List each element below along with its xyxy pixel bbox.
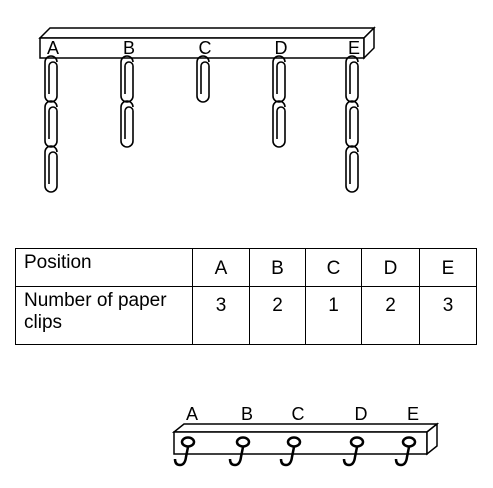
count-row-header: Number of paper clips [15, 286, 193, 345]
position-cell-d: D [361, 247, 420, 288]
paperclip-b-2 [120, 100, 134, 148]
paperclip-a-1 [44, 55, 58, 103]
position-cell-e: E [419, 247, 477, 288]
position-cell-c: C [305, 247, 362, 288]
clip-chain-c [196, 55, 210, 103]
hook-label-d: D [355, 404, 368, 424]
hook-position-labels: A B C D E [186, 404, 419, 424]
count-cell-d: 2 [361, 286, 420, 345]
paperclip-b-1 [120, 55, 134, 103]
paperclip-a-2 [44, 100, 58, 148]
bar-label-d: D [275, 38, 288, 58]
count-cell-e: 3 [419, 286, 477, 345]
hook-rack-bar [171, 422, 440, 456]
paperclip-bar-figure: A B C D E [38, 26, 376, 193]
hook-b [228, 436, 251, 467]
clip-chain-d [272, 55, 286, 148]
hook-label-e: E [407, 404, 419, 424]
hook-label-a: A [186, 404, 198, 424]
paperclip-d-1 [272, 55, 286, 103]
bar-label-b: B [123, 38, 135, 58]
table-count-row: Number of paper clips 3 2 1 2 3 [15, 286, 477, 345]
hooks [173, 436, 417, 467]
count-cell-c: 1 [305, 286, 362, 345]
count-row-label-line2: clips [24, 312, 63, 334]
paperclip-a-3 [44, 145, 58, 193]
hook-e [394, 436, 417, 467]
paperclip-e-3 [345, 145, 359, 193]
wooden-bar [38, 26, 376, 60]
hook-label-c: C [292, 404, 305, 424]
paperclip-d-2 [272, 100, 286, 148]
count-cell-a: 3 [192, 286, 250, 345]
table-header-row: Position A B C D E [15, 247, 477, 288]
position-cell-a: A [192, 247, 250, 288]
paperclip-e-1 [345, 55, 359, 103]
hook-d [342, 436, 365, 467]
paperclip-chains [44, 55, 359, 193]
bar-label-a: A [47, 38, 59, 58]
count-row-label-line1: Number of paper [24, 290, 167, 312]
bar-label-e: E [348, 38, 360, 58]
hook-a [173, 436, 196, 467]
position-header: Position [15, 247, 193, 288]
bar-label-c: C [199, 38, 212, 58]
paperclip-c-1 [196, 55, 210, 103]
clip-chain-a [44, 55, 58, 193]
hook-label-b: B [241, 404, 253, 424]
position-cell-b: B [249, 247, 306, 288]
clip-chain-e [345, 55, 359, 193]
paperclip-table: Position A B C D E Number of paper clips… [15, 247, 477, 345]
count-cell-b: 2 [249, 286, 306, 345]
bar-position-labels: A B C D E [47, 38, 360, 58]
paperclip-e-2 [345, 100, 359, 148]
hook-c [279, 436, 302, 467]
clip-chain-b [120, 55, 134, 148]
